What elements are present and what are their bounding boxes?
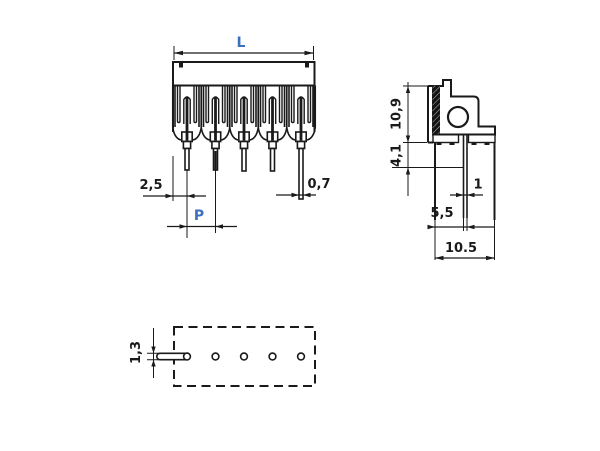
dim-P: P <box>167 170 237 233</box>
bottom-view: 1,3 <box>129 326 316 387</box>
side-outer-legs <box>434 142 496 220</box>
front-body-edges <box>172 85 316 132</box>
front-pins <box>184 147 304 200</box>
side-extension-lines <box>434 218 495 260</box>
dim-label-0-7: 0,7 <box>307 177 330 192</box>
dim-L: L <box>173 35 314 60</box>
front-polarize-notch-left <box>179 62 183 68</box>
front-view: L 2,5 P 0,7 <box>139 35 331 238</box>
side-mounting-hole <box>446 105 470 129</box>
front-comb <box>171 84 317 150</box>
dim-0-7: 0,7 <box>276 177 331 198</box>
side-view: 10,9 4,1 1 5,5 10.5 <box>390 79 496 261</box>
dim-label-2-5: 2,5 <box>139 178 162 193</box>
dim-10-9-and-4-1: 10,9 4,1 <box>390 82 464 196</box>
dim-label-4-1: 4,1 <box>390 144 405 167</box>
side-section-wall <box>432 85 440 135</box>
dim-label-1-3: 1,3 <box>129 341 144 364</box>
dim-label-L: L <box>237 35 246 51</box>
dim-10-5: 10.5 <box>435 241 495 261</box>
dim-1: 1 <box>450 178 483 198</box>
side-solder-pin <box>462 134 468 218</box>
dim-label-P: P <box>194 208 204 224</box>
footprint-pin <box>156 352 187 361</box>
side-standoff-bumps <box>436 142 490 145</box>
dim-label-1: 1 <box>473 178 482 193</box>
dim-label-10-5: 10.5 <box>445 241 477 256</box>
dim-2-5: 2,5 <box>139 156 206 238</box>
front-housing-band <box>172 61 316 87</box>
dim-1-3: 1,3 <box>129 328 159 378</box>
front-polarize-notch-right <box>305 62 309 68</box>
dim-5-5: 5,5 <box>427 206 495 230</box>
footprint-holes <box>182 352 306 361</box>
side-base-strip-left <box>432 133 460 144</box>
dim-label-5-5: 5,5 <box>430 206 453 221</box>
side-base-strip-right <box>467 133 496 144</box>
dim-label-10-9: 10,9 <box>390 98 405 130</box>
